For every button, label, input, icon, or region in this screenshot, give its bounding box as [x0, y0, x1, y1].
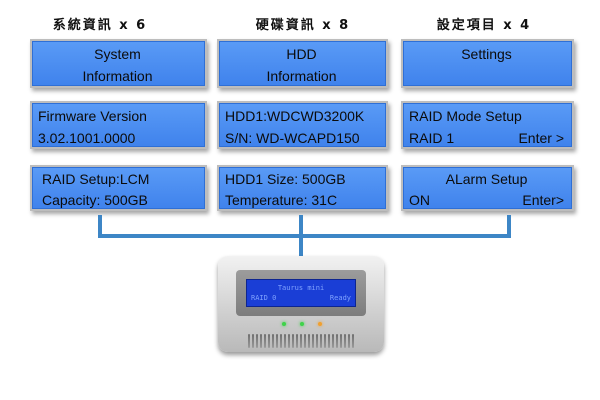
panel-line: Firmware Version: [38, 108, 147, 124]
vent-slat: [260, 334, 262, 348]
panel-line: 3.02.1001.0000: [38, 130, 136, 146]
vent-slat: [308, 334, 310, 348]
panel-line: RAID 1 Enter >: [409, 127, 564, 149]
panel-line: Capacity: 500GB: [42, 192, 148, 208]
panel-line: ON Enter>: [409, 189, 564, 211]
header-system-info: 系統資訊 x 6: [52, 18, 148, 33]
vent-slat: [268, 334, 270, 348]
panel-hdd-information: HDD Information: [217, 39, 388, 88]
status-led-icon: [318, 322, 322, 326]
device-lcd-raid: RAID 0: [251, 294, 277, 302]
vent-slat: [280, 334, 282, 348]
panel-line: Information: [266, 68, 337, 84]
panel-line: RAID Setup:LCM: [42, 171, 150, 187]
panel-action: Enter >: [518, 130, 564, 146]
device-body: Taurus mini RAID 0 Ready: [218, 256, 384, 352]
panel-line: HDD1:WDCWD3200K: [225, 108, 365, 124]
panel-firmware-version: Firmware Version 3.02.1001.0000: [30, 101, 207, 149]
vent-slat: [328, 334, 330, 348]
vent-slat: [296, 334, 298, 348]
vent-grille: [248, 334, 354, 348]
panel-line: System: [94, 46, 141, 62]
device-lcd: Taurus mini RAID 0 Ready: [246, 279, 356, 307]
vent-slat: [304, 334, 306, 348]
panel-value: ON: [409, 192, 430, 208]
connector-center-drop: [299, 215, 303, 271]
vent-slat: [272, 334, 274, 348]
panel-line: Settings: [461, 46, 512, 62]
vent-slat: [288, 334, 290, 348]
connector-horizontal: [98, 234, 511, 238]
vent-slat: [256, 334, 258, 348]
device-lcd-status: Ready: [329, 294, 351, 302]
panel-alarm-setup: ALarm Setup ON Enter>: [401, 165, 574, 211]
vent-slat: [276, 334, 278, 348]
panel-raid-mode-setup: RAID Mode Setup RAID 1 Enter >: [401, 101, 574, 149]
vent-slat: [284, 334, 286, 348]
vent-slat: [312, 334, 314, 348]
vent-slat: [344, 334, 346, 348]
header-settings: 設定項目 x 4: [436, 18, 532, 33]
vent-slat: [264, 334, 266, 348]
panel-raid-setup: RAID Setup:LCM Capacity: 500GB: [30, 165, 207, 211]
vent-slat: [348, 334, 350, 348]
panel-line: RAID Mode Setup: [409, 108, 522, 124]
vent-slat: [352, 334, 354, 348]
connector-left-drop: [98, 215, 102, 237]
vent-slat: [300, 334, 302, 348]
vent-slat: [320, 334, 322, 348]
panel-line: Information: [82, 68, 153, 84]
panel-hdd-model: HDD1:WDCWD3200K S/N: WD-WCAPD150: [217, 101, 388, 149]
header-hdd-info: 硬碟資訊 x 8: [255, 18, 351, 33]
panel-value: RAID 1: [409, 130, 455, 146]
vent-slat: [332, 334, 334, 348]
connector-right-drop: [507, 215, 511, 237]
panel-settings: Settings: [401, 39, 574, 88]
panel-hdd-size: HDD1 Size: 500GB Temperature: 31C: [217, 165, 388, 211]
panel-line: ALarm Setup: [445, 171, 528, 187]
panel-action: Enter>: [522, 192, 564, 208]
device-lcd-window: Taurus mini RAID 0 Ready: [236, 270, 366, 316]
vent-slat: [324, 334, 326, 348]
device-lcd-line2: RAID 0 Ready: [251, 293, 351, 304]
vent-slat: [292, 334, 294, 348]
vent-slat: [336, 334, 338, 348]
panel-line: Temperature: 31C: [225, 192, 338, 208]
vent-slat: [248, 334, 250, 348]
vent-slat: [340, 334, 342, 348]
panel-system-information: System Information: [30, 39, 207, 88]
device-lcd-line1: Taurus mini: [277, 284, 325, 292]
vent-slat: [316, 334, 318, 348]
panel-line: HDD1 Size: 500GB: [225, 171, 346, 187]
raid-enclosure-device: Taurus mini RAID 0 Ready: [218, 256, 384, 356]
panel-line: HDD: [286, 46, 317, 62]
status-led-icon: [300, 322, 304, 326]
vent-slat: [252, 334, 254, 348]
panel-line: S/N: WD-WCAPD150: [225, 130, 360, 146]
status-led-icon: [282, 322, 286, 326]
